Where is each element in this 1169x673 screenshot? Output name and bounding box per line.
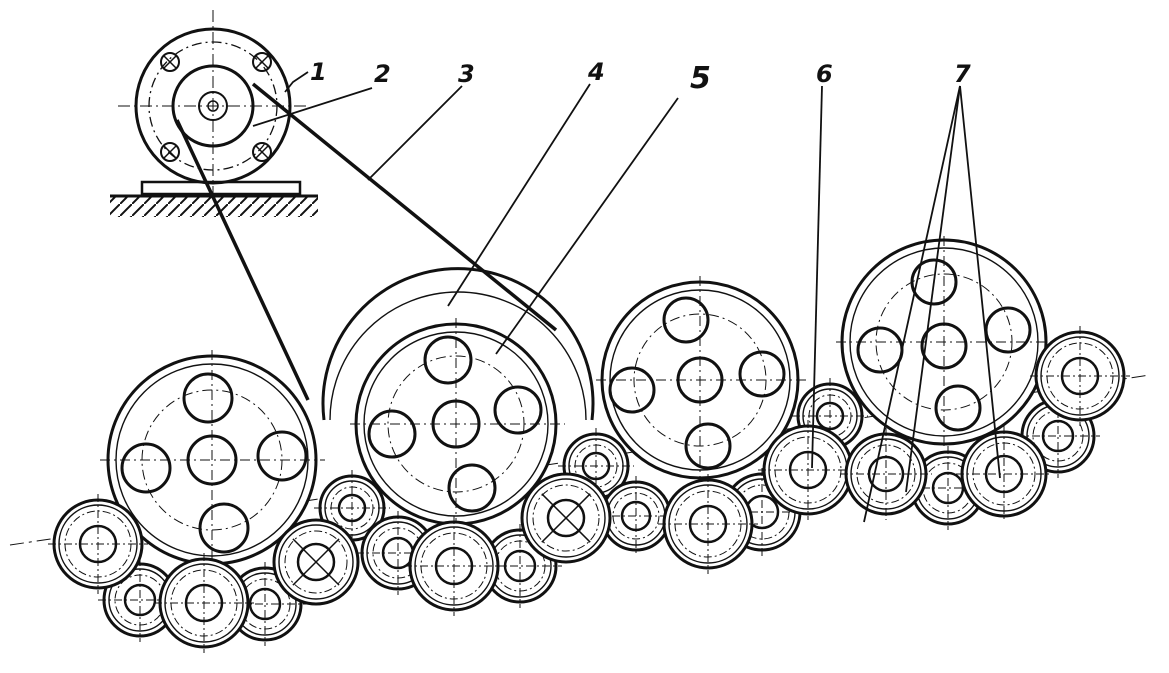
drum-4 xyxy=(836,236,1055,448)
motor xyxy=(118,10,310,200)
small-gear xyxy=(272,518,360,606)
small-gear xyxy=(758,420,858,520)
label-5: 5 xyxy=(690,61,711,96)
belt-pulley xyxy=(321,267,595,421)
small-gear xyxy=(520,472,612,564)
drum-2 xyxy=(350,318,565,530)
small-gear xyxy=(154,553,254,653)
small-gear xyxy=(1030,326,1130,426)
label-4: 4 xyxy=(587,58,605,86)
label-3: 3 xyxy=(458,60,475,88)
small-gear xyxy=(658,474,758,574)
small-gear xyxy=(404,516,504,616)
leader-lines xyxy=(252,71,1001,523)
label-6: 6 xyxy=(816,60,833,88)
label-7: 7 xyxy=(954,60,971,88)
drum-3 xyxy=(596,276,806,486)
labels: 1 2 3 4 5 6 7 xyxy=(310,58,971,96)
ground-hatching xyxy=(110,197,318,217)
label-1: 1 xyxy=(310,58,327,86)
label-2: 2 xyxy=(374,60,391,88)
small-gear xyxy=(840,428,932,520)
drive-belt xyxy=(175,82,558,401)
motor-bolts xyxy=(160,52,272,162)
small-gear xyxy=(956,426,1052,522)
small-gears xyxy=(48,326,1130,653)
small-gear xyxy=(48,494,148,594)
